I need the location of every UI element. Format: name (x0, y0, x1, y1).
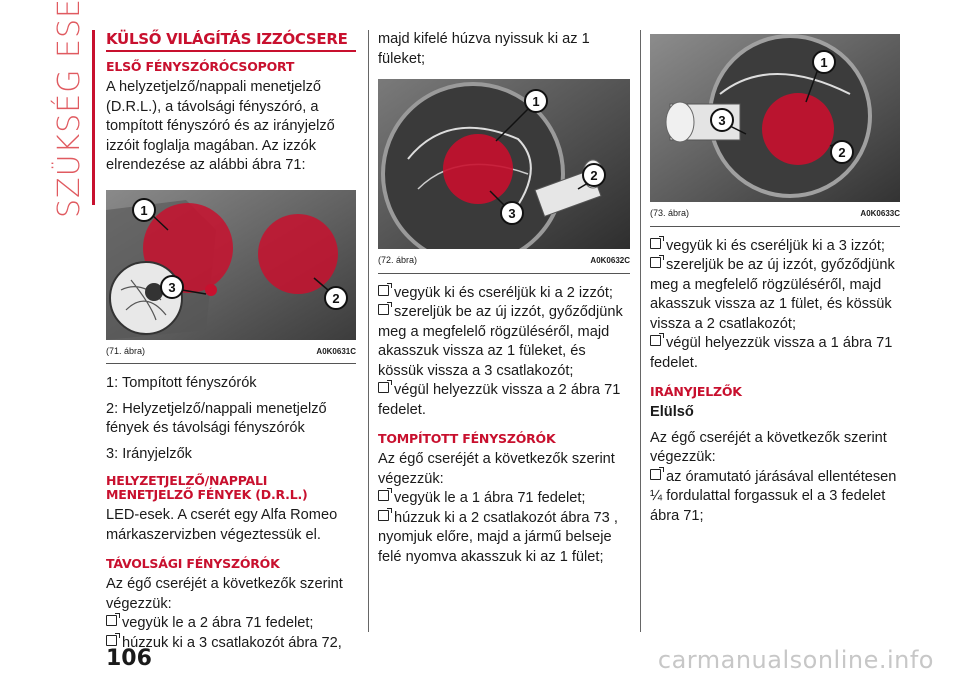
figure-71-label-1: 1 (140, 203, 147, 218)
step-item: húzzuk ki a 3 csatlakozót ábra 72, (106, 632, 356, 654)
legend-item: 2: Helyzetjelző/nappali menetjelző fénye… (106, 400, 327, 437)
figure-code: A0K0632C (590, 256, 630, 265)
figure-73-label-2: 2 (838, 145, 845, 160)
step-text: végül helyezzük vissza a 1 ábra 71 fedel… (650, 335, 893, 371)
step-item: vegyük le a 1 ábra 71 fedelet; (378, 488, 630, 509)
figure-72-photo: 1 2 3 (378, 79, 630, 249)
side-chapter-title-text: SZÜKSÉG ESETÉN (52, 0, 87, 218)
step-text: az óramutató járásával ellentétesen ¼ fo… (650, 468, 897, 524)
figure-73: 1 3 2 (73. ábra) A0K0633C (650, 34, 900, 227)
step-item: végül helyezzük vissza a 1 ábra 71 fedel… (650, 333, 900, 373)
step-text: húzzuk ki a 3 csatlakozót ábra 72, (122, 634, 342, 651)
step-text: vegyük ki és cseréljük ki a 3 izzót; (666, 237, 885, 254)
drl-heading: HELYZETJELZŐ/NAPPALI MENETJELZŐ FÉNYEK (… (106, 473, 308, 502)
step-text: szereljük be az új izzót, győződjünk meg… (378, 304, 623, 379)
step-item: végül helyezzük vissza a 2 ábra 71 fedel… (378, 380, 630, 420)
figure-73-label-1: 1 (820, 55, 827, 70)
step-text: végül helyezzük vissza a 2 ábra 71 fedel… (378, 382, 621, 418)
column-2: majd kifelé húzva nyissuk ki az 1 füleke… (378, 30, 630, 567)
step-item: vegyük ki és cseréljük ki a 3 izzót; (650, 235, 900, 257)
front-subheading: Elülső (650, 404, 694, 420)
checkbox-bullet-icon (650, 466, 664, 480)
checkbox-bullet-icon (378, 302, 392, 315)
high-beam-text: Az égő cseréjét a következők szerint vég… (106, 576, 343, 612)
figure-73-label-3: 3 (718, 113, 725, 128)
page-number: 106 (106, 646, 152, 671)
checkbox-bullet-icon (650, 333, 664, 346)
figure-72-label-2: 2 (590, 168, 597, 183)
turn-signal-heading: IRÁNYJELZŐK (650, 384, 742, 399)
step-item: húzzuk ki a 2 csatlakozót ábra 73 , nyom… (378, 507, 630, 568)
step-item: szereljük be az új izzót, győződjünk meg… (650, 255, 900, 334)
legend-item: 1: Tompított fényszórók (106, 375, 257, 391)
front-headlight-heading: ELSŐ FÉNYSZÓRÓCSOPORT (106, 59, 295, 74)
figure-71: 1 3 2 (71. ábra) A0K0631C (106, 189, 356, 364)
chapter-marker-line (92, 30, 95, 205)
step-item: szereljük be az új izzót, győződjünk meg… (378, 302, 630, 381)
step-text: vegyük ki és cseréljük ki a 2 izzót; (394, 284, 613, 301)
checkbox-bullet-icon (650, 235, 664, 249)
checkbox-bullet-icon (106, 632, 120, 646)
column-1: KÜLSŐ VILÁGÍTÁS IZZÓCSERE ELSŐ FÉNYSZÓRÓ… (106, 30, 356, 653)
figure-72-label-1: 1 (532, 94, 539, 109)
high-beam-heading: TÁVOLSÁGI FÉNYSZÓRÓK (106, 556, 280, 571)
section-title: KÜLSŐ VILÁGÍTÁS IZZÓCSERE (106, 30, 356, 52)
column-divider (368, 30, 369, 632)
step-item: vegyük ki és cseréljük ki a 2 izzót; (378, 282, 630, 304)
low-beam-text: Az égő cseréjét a következők szerint vég… (378, 451, 615, 487)
checkbox-bullet-icon (106, 613, 120, 626)
legend-item: 3: Irányjelzők (106, 445, 192, 462)
checkbox-bullet-icon (378, 282, 392, 296)
figure-code: A0K0631C (316, 346, 356, 356)
step-text: vegyük le a 1 ábra 71 fedelet; (394, 490, 586, 506)
column-divider (640, 30, 641, 632)
figure-71-photo: 1 3 2 (106, 189, 356, 340)
checkbox-bullet-icon (650, 255, 664, 268)
figure-71-label-3: 3 (168, 280, 175, 295)
checkbox-bullet-icon (378, 507, 392, 521)
figure-code: A0K0633C (860, 209, 900, 218)
figure-73-caption: (73. ábra) A0K0633C (650, 202, 900, 227)
figure-73-photo: 1 3 2 (650, 34, 900, 202)
side-chapter-title: SZÜKSÉG ESETÉN (46, 0, 87, 228)
figure-71-caption: (71. ábra) A0K0631C (106, 340, 356, 364)
turn-signal-text: Az égő cseréjét a következők szerint vég… (650, 429, 887, 466)
watermark: carmanualsonline.info (657, 646, 934, 674)
step-item: az óramutató járásával ellentétesen ¼ fo… (650, 466, 900, 527)
figure-caption-text: (72. ábra) (378, 255, 418, 265)
checkbox-bullet-icon (378, 488, 392, 501)
checkbox-bullet-icon (378, 380, 392, 393)
figure-caption-text: (71. ábra) (106, 345, 146, 356)
step-item: vegyük le a 2 ábra 71 fedelet; (106, 613, 356, 634)
figure-caption-text: (73. ábra) (650, 208, 690, 218)
drl-text: LED-esek. A cserét egy Alfa Romeo márkas… (106, 507, 338, 543)
figure-72: 1 2 3 (72. ábra) A0K0632C (378, 79, 630, 274)
step-text: vegyük le a 2 ábra 71 fedelet; (122, 615, 314, 631)
low-beam-heading: TOMPÍTOTT FÉNYSZÓRÓK (378, 431, 556, 446)
front-headlight-text: A helyzetjelző/nappali menetjelző (D.R.L… (106, 79, 335, 173)
figure-72-label-3: 3 (508, 206, 515, 221)
step-text: húzzuk ki a 2 csatlakozót ábra 73 , nyom… (378, 509, 618, 565)
column-3: 1 3 2 (73. ábra) A0K0633C vegyük ki és c… (650, 30, 900, 526)
figure-72-caption: (72. ábra) A0K0632C (378, 249, 630, 274)
continued-text: majd kifelé húzva nyissuk ki az 1 füleke… (378, 31, 590, 67)
figure-71-label-2: 2 (332, 291, 339, 306)
step-text: szereljük be az új izzót, győződjünk meg… (650, 257, 895, 332)
